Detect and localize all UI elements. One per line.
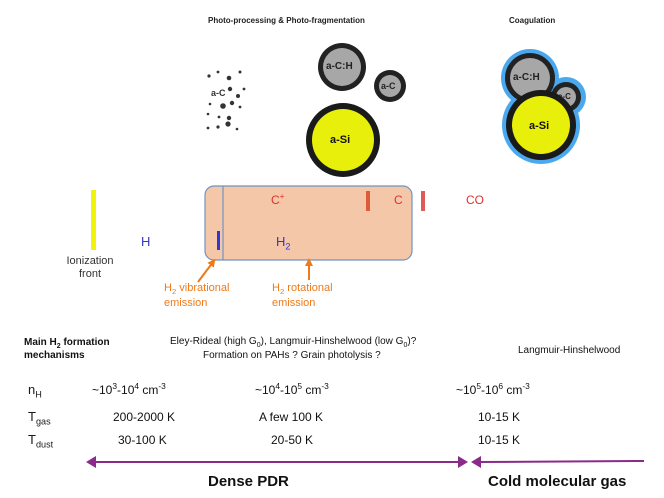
tgas-value-cold: 10-15 K: [478, 410, 521, 424]
tdust-value-ionized: 30-100 K: [118, 433, 167, 447]
coagulated-aggregate: [501, 49, 586, 164]
vibrational-emission-label: H2 vibrational emission: [164, 282, 230, 309]
h2-label: H2: [276, 234, 291, 252]
tdust-value-cold: 10-15 K: [478, 433, 521, 447]
co-label: CO: [466, 193, 484, 207]
mechanism-line-2: Formation on PAHs ? Grain photolysis ?: [203, 350, 381, 361]
nh-value-dense: ~104-105 cm-3: [255, 381, 329, 397]
rotational-emission-label: H2 rotational emission: [272, 282, 333, 309]
grain-asi: [306, 103, 380, 177]
cold-gas-label: Cold molecular gas: [488, 473, 627, 490]
ach-label: a-C:H: [326, 61, 353, 72]
small-ac-label: a-C: [211, 88, 226, 98]
tgas-value-ionized: 200-2000 K: [113, 410, 176, 424]
dense-pdr-label: Dense PDR: [208, 473, 289, 490]
grain-ach: [318, 43, 366, 91]
c-label: C: [394, 193, 403, 207]
nh-value-cold: ~105-106 cm-3: [456, 381, 530, 397]
nh-value-ionized: ~103-104 cm-3: [92, 381, 166, 397]
coag-ach-label: a-C:H: [513, 72, 540, 83]
dense-pdr-arrow: [86, 456, 468, 468]
c-transition-marker: [366, 191, 370, 211]
h2-transition-marker: [217, 231, 220, 250]
photo-processing-header: Photo-processing & Photo-fragmentation: [208, 16, 365, 25]
ac-label: a-C: [381, 81, 396, 91]
asi-label: a-Si: [330, 134, 351, 146]
small-grain-cloud: [206, 70, 246, 131]
cold-mechanism: Langmuir-Hinshelwood: [518, 345, 621, 356]
nh-label: nH: [28, 382, 42, 400]
cold-gas-arrow: [471, 456, 645, 468]
co-transition-marker: [421, 191, 425, 211]
vibrational-arrow: [197, 258, 216, 283]
tgas-label: Tgas: [28, 409, 51, 427]
cplus-label: C+: [271, 191, 285, 207]
coagulation-header: Coagulation: [509, 16, 556, 25]
tdust-label: Tdust: [28, 432, 54, 450]
mechanism-line-1: Eley-Rideal (high G0), Langmuir-Hinshelw…: [170, 336, 417, 349]
pdr-region-box: [204, 185, 413, 261]
coag-ac-label: a-C: [558, 92, 571, 101]
ionization-front-label: Ionization front: [66, 255, 114, 280]
tdust-value-dense: 20-50 K: [271, 433, 314, 447]
mechanisms-title: Main H2 formation mechanisms: [24, 337, 110, 361]
grain-ac: [374, 70, 406, 102]
ionization-front-bar: [91, 190, 96, 250]
h-label: H: [141, 234, 151, 249]
coag-asi-label: a-Si: [529, 120, 550, 132]
tgas-value-dense: A few 100 K: [259, 410, 324, 424]
